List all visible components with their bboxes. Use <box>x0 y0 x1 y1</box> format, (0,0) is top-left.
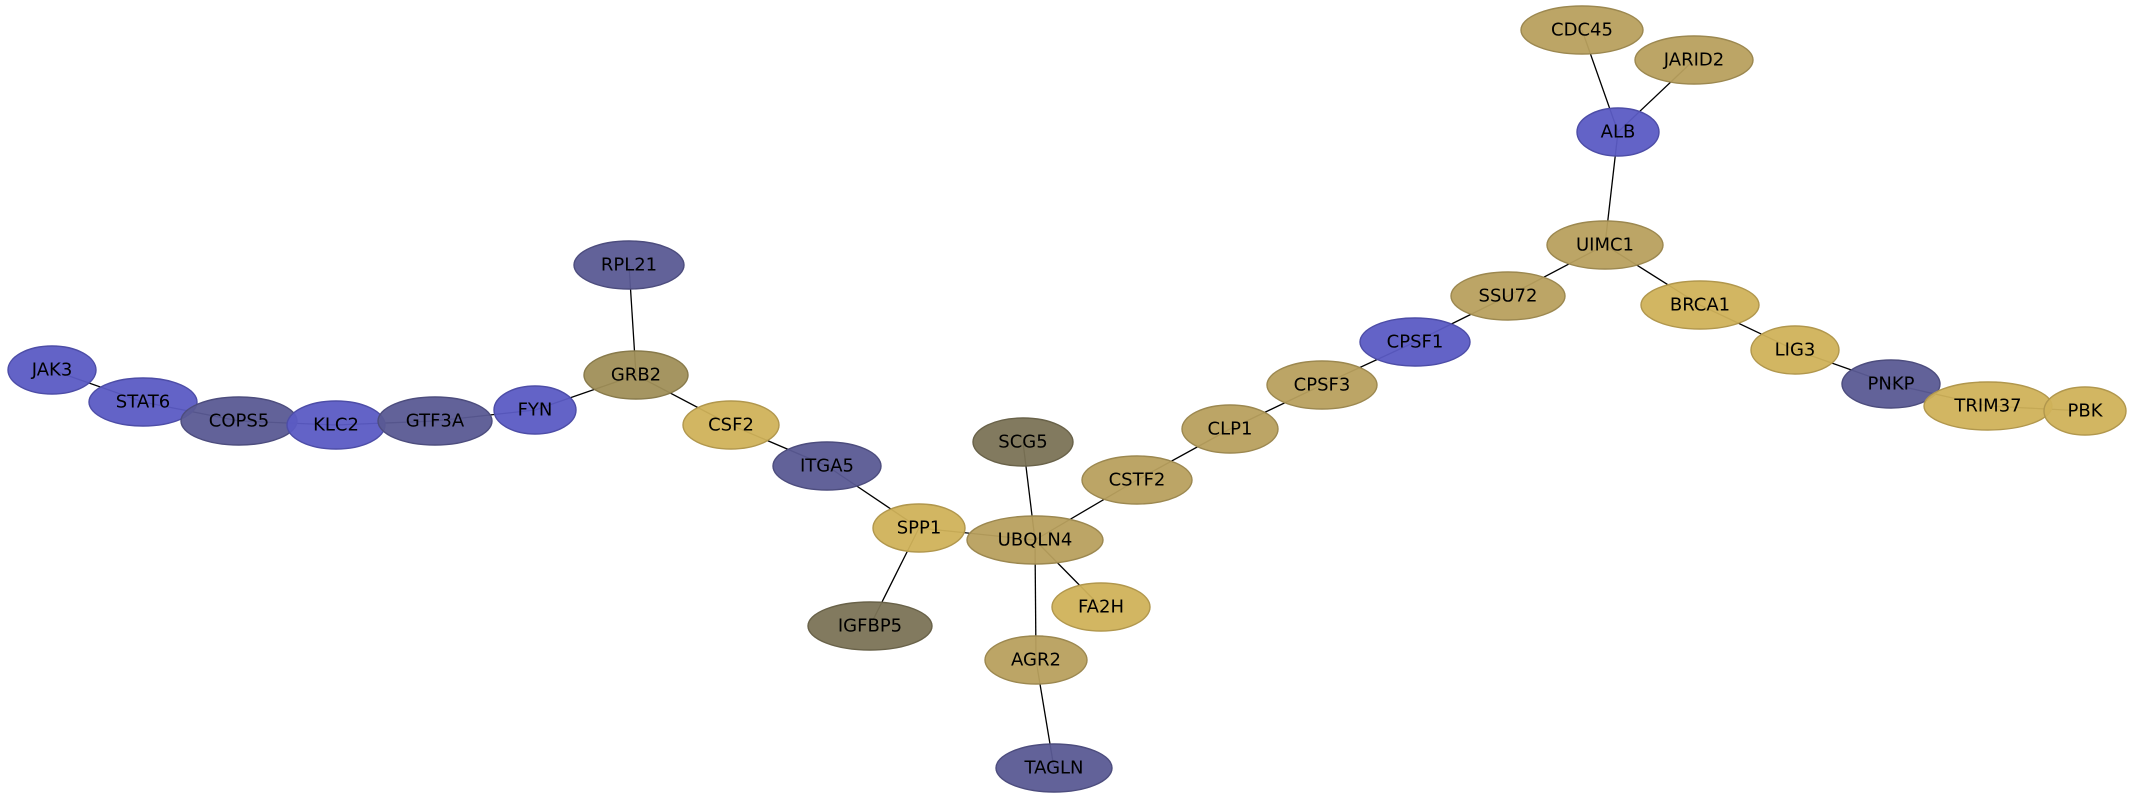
node-shape-clp1[interactable] <box>1181 404 1279 454</box>
node-shape-grb2[interactable] <box>583 350 689 400</box>
node-label-cdc45: CDC45 <box>1551 20 1613 41</box>
node-shape-gtf3a[interactable] <box>377 396 493 446</box>
node-fyn[interactable]: FYN <box>493 385 577 435</box>
node-label-fyn: FYN <box>518 400 553 421</box>
node-cstf2[interactable]: CSTF2 <box>1081 455 1193 505</box>
node-label-rpl21: RPL21 <box>601 255 657 276</box>
node-alb[interactable]: ALB <box>1576 107 1660 157</box>
node-cdc45[interactable]: CDC45 <box>1520 5 1644 55</box>
node-trim37[interactable]: TRIM37 <box>1923 381 2053 431</box>
node-jarid2[interactable]: JARID2 <box>1634 35 1754 85</box>
node-pbk[interactable]: PBK <box>2043 386 2127 436</box>
node-label-pbk: PBK <box>2067 401 2103 422</box>
node-shape-rpl21[interactable] <box>573 240 685 290</box>
node-label-igfbp5: IGFBP5 <box>838 616 902 637</box>
node-grb2[interactable]: GRB2 <box>583 350 689 400</box>
node-csf2[interactable]: CSF2 <box>682 400 780 450</box>
node-shape-uimc1[interactable] <box>1546 220 1664 270</box>
node-shape-csf2[interactable] <box>682 400 780 450</box>
node-label-agr2: AGR2 <box>1011 650 1061 671</box>
node-shape-brca1[interactable] <box>1640 280 1760 330</box>
node-scg5[interactable]: SCG5 <box>972 417 1074 467</box>
node-label-tagln: TAGLN <box>1023 758 1083 779</box>
node-shape-cstf2[interactable] <box>1081 455 1193 505</box>
node-fa2h[interactable]: FA2H <box>1051 582 1151 632</box>
node-igfbp5[interactable]: IGFBP5 <box>807 601 933 651</box>
node-label-brca1: BRCA1 <box>1670 295 1730 316</box>
node-shape-lig3[interactable] <box>1750 325 1840 375</box>
node-shape-fyn[interactable] <box>493 385 577 435</box>
node-label-fa2h: FA2H <box>1078 597 1124 618</box>
node-uimc1[interactable]: UIMC1 <box>1546 220 1664 270</box>
node-label-cpsf3: CPSF3 <box>1294 375 1351 396</box>
node-label-stat6: STAT6 <box>116 392 170 413</box>
node-label-trim37: TRIM37 <box>1953 396 2021 417</box>
node-gtf3a[interactable]: GTF3A <box>377 396 493 446</box>
node-label-jarid2: JARID2 <box>1663 50 1724 71</box>
node-shape-stat6[interactable] <box>88 377 198 427</box>
node-label-cpsf1: CPSF1 <box>1387 332 1444 353</box>
node-itga5[interactable]: ITGA5 <box>772 441 882 491</box>
node-label-gtf3a: GTF3A <box>406 411 465 432</box>
node-tagln[interactable]: TAGLN <box>995 743 1113 793</box>
node-label-grb2: GRB2 <box>611 365 661 386</box>
node-shape-pbk[interactable] <box>2043 386 2127 436</box>
node-shape-ubqln4[interactable] <box>966 515 1104 565</box>
node-cpsf1[interactable]: CPSF1 <box>1359 317 1471 367</box>
node-shape-tagln[interactable] <box>995 743 1113 793</box>
node-shape-cpsf3[interactable] <box>1266 360 1378 410</box>
node-jak3[interactable]: JAK3 <box>7 345 97 395</box>
node-shape-jarid2[interactable] <box>1634 35 1754 85</box>
node-agr2[interactable]: AGR2 <box>984 635 1088 685</box>
node-pnkp[interactable]: PNKP <box>1841 359 1941 409</box>
node-spp1[interactable]: SPP1 <box>872 503 966 553</box>
node-shape-itga5[interactable] <box>772 441 882 491</box>
node-shape-scg5[interactable] <box>972 417 1074 467</box>
node-label-uimc1: UIMC1 <box>1576 235 1634 256</box>
node-label-scg5: SCG5 <box>998 432 1047 453</box>
node-shape-fa2h[interactable] <box>1051 582 1151 632</box>
node-label-klc2: KLC2 <box>313 415 359 436</box>
node-label-spp1: SPP1 <box>897 518 942 539</box>
node-label-csf2: CSF2 <box>708 415 754 436</box>
node-ssu72[interactable]: SSU72 <box>1450 271 1566 321</box>
node-label-ubqln4: UBQLN4 <box>998 530 1073 551</box>
node-label-alb: ALB <box>1601 122 1636 143</box>
node-label-jak3: JAK3 <box>31 360 73 381</box>
node-label-lig3: LIG3 <box>1775 340 1816 361</box>
node-label-cops5: COPS5 <box>209 411 269 432</box>
node-label-pnkp: PNKP <box>1868 374 1915 395</box>
node-cops5[interactable]: COPS5 <box>180 396 298 446</box>
node-label-itga5: ITGA5 <box>800 456 854 477</box>
node-label-ssu72: SSU72 <box>1479 286 1538 307</box>
node-shape-spp1[interactable] <box>872 503 966 553</box>
node-label-cstf2: CSTF2 <box>1109 470 1166 491</box>
node-shape-ssu72[interactable] <box>1450 271 1566 321</box>
node-shape-agr2[interactable] <box>984 635 1088 685</box>
node-shape-alb[interactable] <box>1576 107 1660 157</box>
node-lig3[interactable]: LIG3 <box>1750 325 1840 375</box>
node-label-clp1: CLP1 <box>1208 419 1253 440</box>
node-stat6[interactable]: STAT6 <box>88 377 198 427</box>
node-klc2[interactable]: KLC2 <box>286 400 386 450</box>
node-rpl21[interactable]: RPL21 <box>573 240 685 290</box>
node-shape-igfbp5[interactable] <box>807 601 933 651</box>
node-cpsf3[interactable]: CPSF3 <box>1266 360 1378 410</box>
node-shape-jak3[interactable] <box>7 345 97 395</box>
node-brca1[interactable]: BRCA1 <box>1640 280 1760 330</box>
node-ubqln4[interactable]: UBQLN4 <box>966 515 1104 565</box>
node-shape-pnkp[interactable] <box>1841 359 1941 409</box>
node-shape-cpsf1[interactable] <box>1359 317 1471 367</box>
node-shape-cdc45[interactable] <box>1520 5 1644 55</box>
node-clp1[interactable]: CLP1 <box>1181 404 1279 454</box>
